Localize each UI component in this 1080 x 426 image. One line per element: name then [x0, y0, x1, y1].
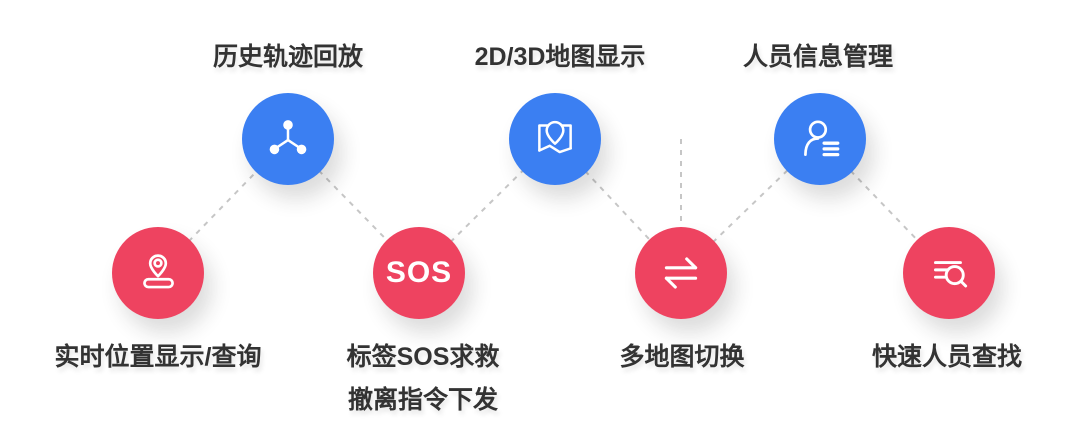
- feature-label-realtime-location: 实时位置显示/查询: [54, 343, 262, 371]
- feature-circle-history-track: [242, 93, 334, 185]
- feature-circle-personnel-info: [774, 93, 866, 185]
- sos-text-badge: SOS: [385, 256, 453, 289]
- feature-circle-personnel-search: [903, 227, 995, 319]
- feature-circle-sos-alert: SOS: [373, 227, 465, 319]
- sos-label-line1: 标签SOS求救: [346, 343, 500, 371]
- feature-label-sos-alert: 标签SOS求救 撤离指令下发: [347, 336, 500, 422]
- feature-label-personnel-search: 快速人员查找: [871, 343, 1023, 371]
- feature-label-map-switch: 多地图切换: [619, 343, 745, 371]
- feature-label-personnel-info: 人员信息管理: [742, 43, 894, 71]
- map-pin-icon: [538, 120, 572, 154]
- feature-circle-realtime-location: [112, 227, 204, 319]
- network-branch-icon: [269, 120, 307, 155]
- sos-label-line2: 撤离指令下发: [347, 386, 499, 414]
- swap-arrows-icon: [664, 257, 698, 289]
- feature-label-history-track: 历史轨迹回放: [212, 43, 364, 71]
- person-list-icon: [804, 120, 840, 157]
- feature-circle-map-switch: [635, 227, 727, 319]
- location-pin-route-icon: [143, 254, 174, 289]
- feature-label-map-display: 2D/3D地图显示: [474, 43, 646, 71]
- feature-circle-map-display: [509, 93, 601, 185]
- search-list-icon: [934, 261, 968, 288]
